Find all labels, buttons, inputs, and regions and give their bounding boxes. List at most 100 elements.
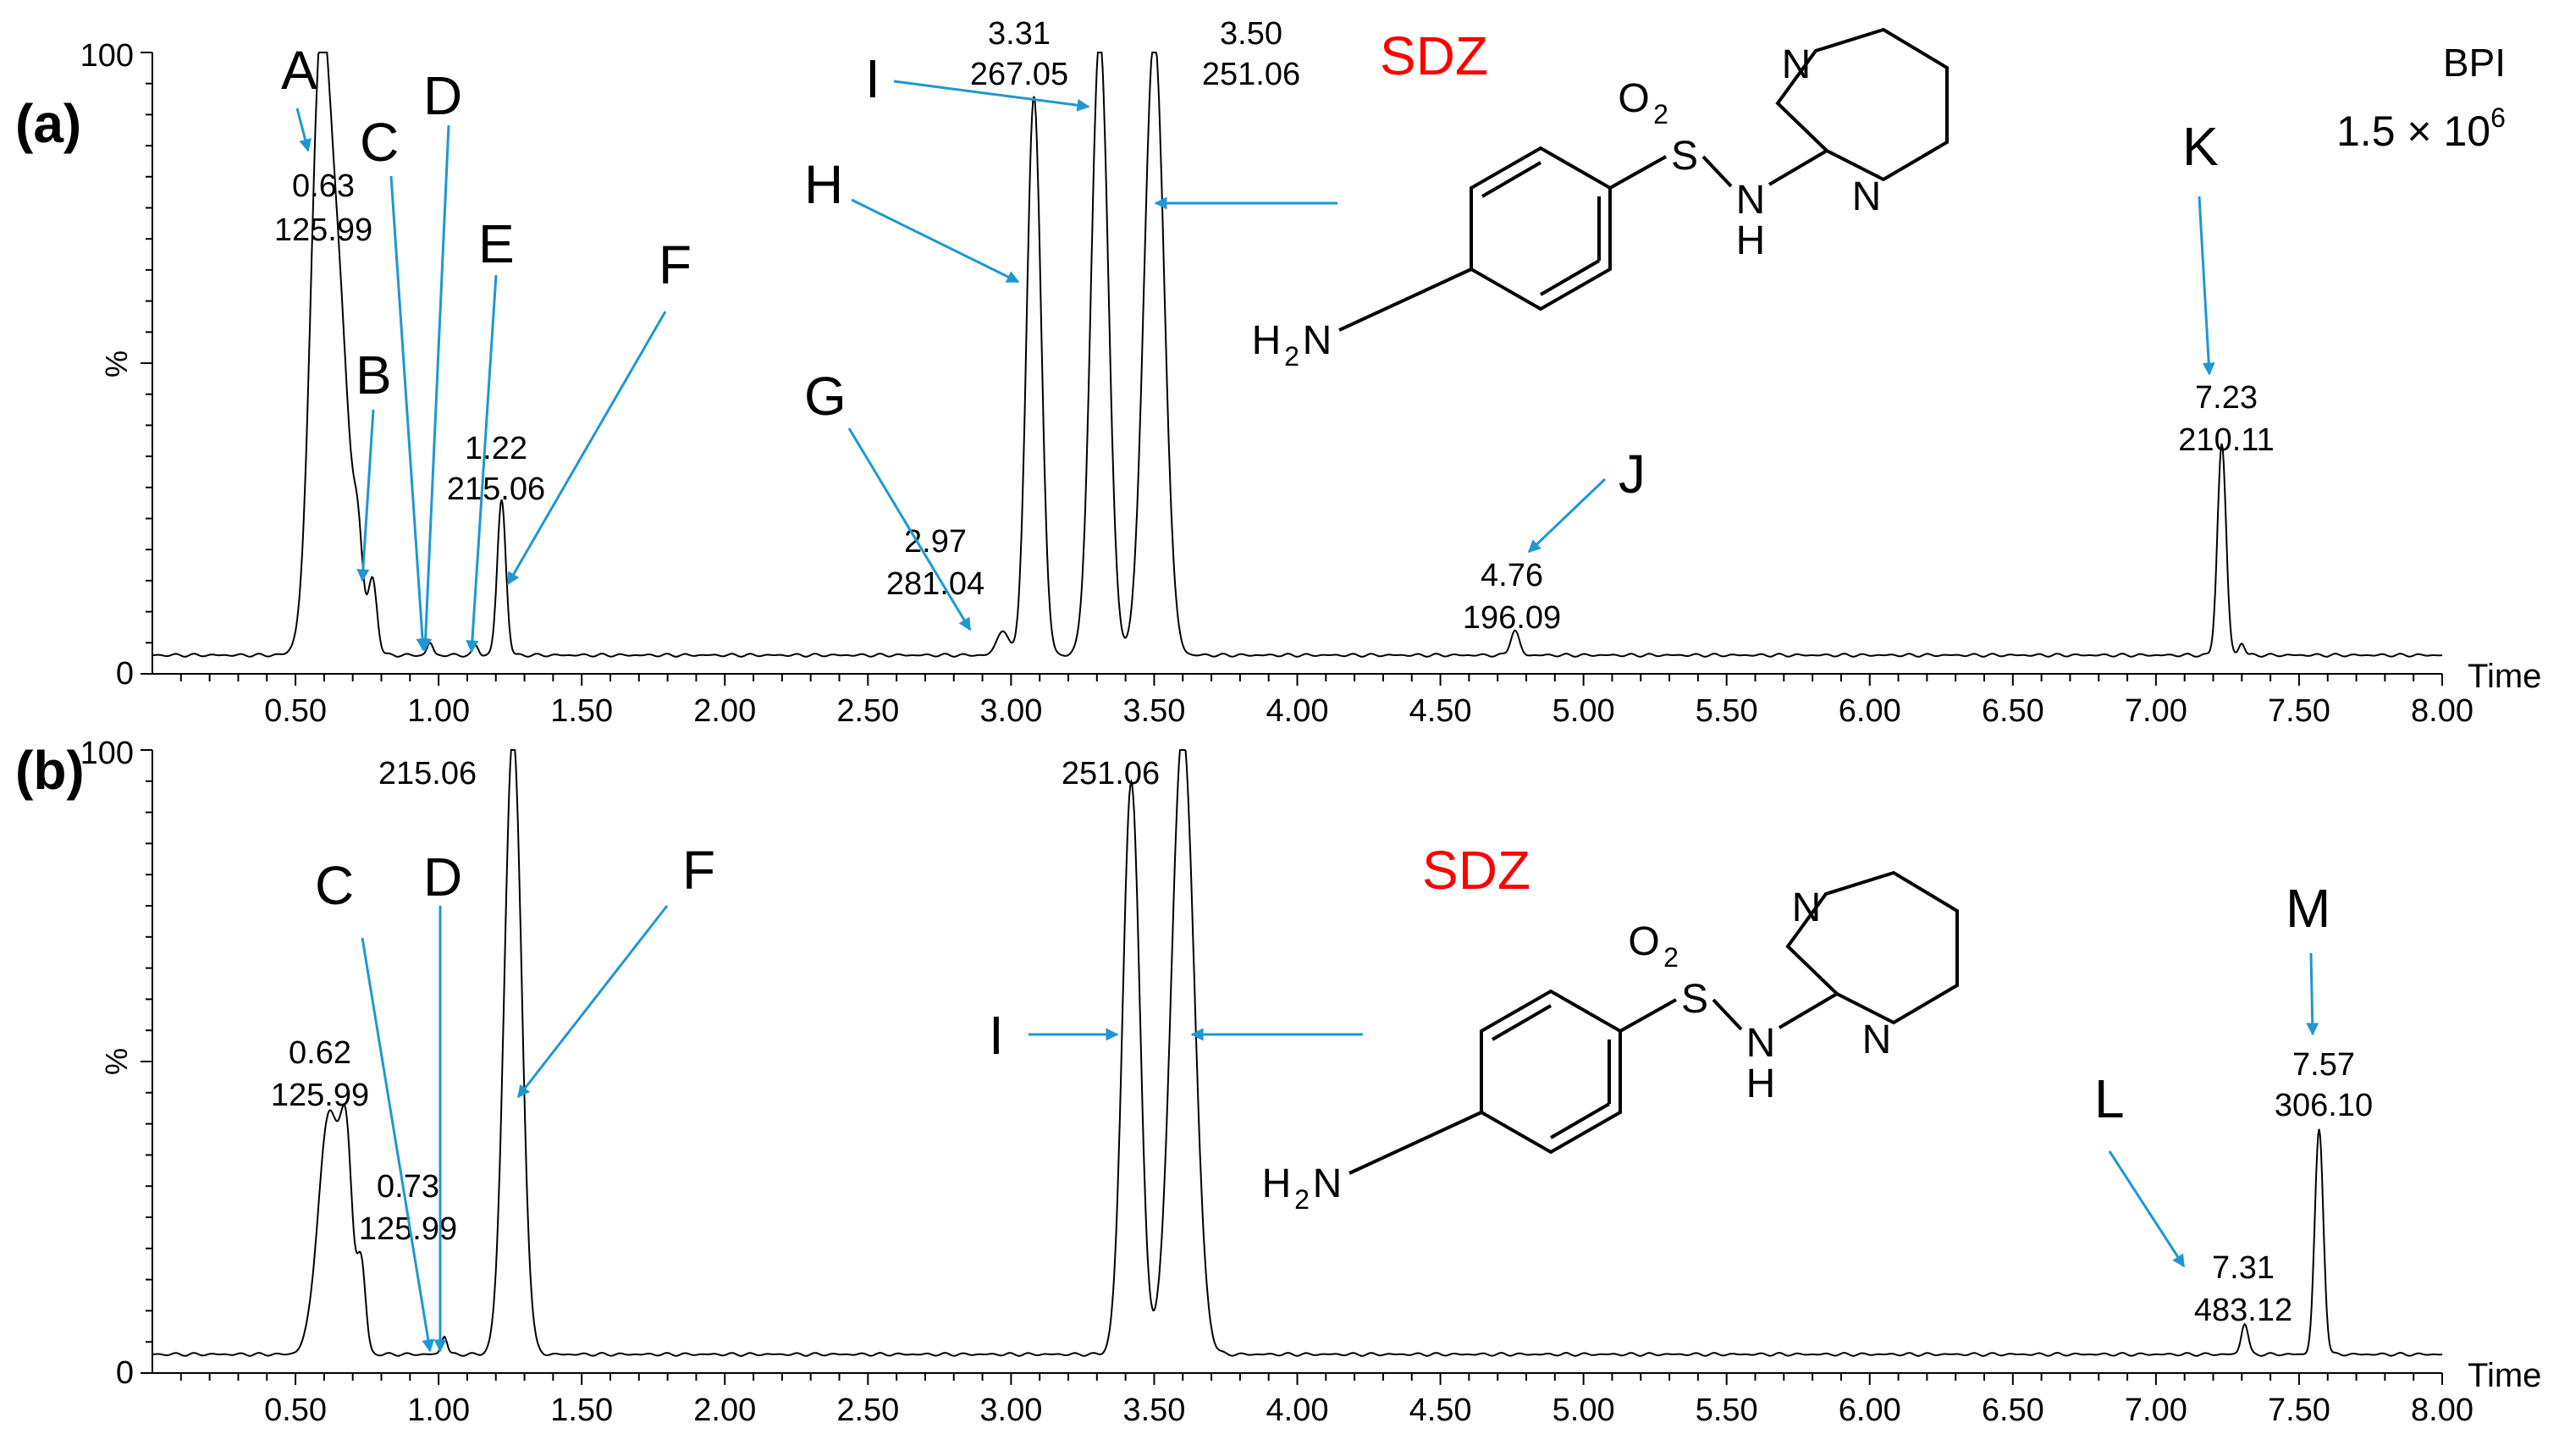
x-tick-label: 5.00 <box>1552 693 1615 729</box>
annotation-letter: F <box>659 234 692 295</box>
x-tick-label: 1.50 <box>550 1393 613 1428</box>
arrow <box>506 311 667 586</box>
peak-label-mz: 215.06 <box>447 472 545 507</box>
panel-b-arrows <box>361 905 2319 1353</box>
peak-label-rt: 7.57 <box>2292 1047 2355 1083</box>
atom-oxygen: O <box>1628 919 1659 964</box>
peak-label-mz: 251.06 <box>1202 57 1300 92</box>
panel-a-trace-line <box>152 52 2443 658</box>
structure-bonds <box>1348 870 1959 1175</box>
panel-a-y-tick-100: 100 <box>80 38 134 74</box>
peak-label-rt: 2.97 <box>904 524 967 560</box>
atom-h2n-h: H <box>1252 318 1282 363</box>
peak-label-rt: 0.63 <box>292 168 355 204</box>
panel-b-trace-line <box>152 749 2443 1357</box>
peak-label-mz: 251.06 <box>1062 756 1160 791</box>
x-tick-label: 3.50 <box>1122 1393 1185 1428</box>
x-tick-label: 7.50 <box>2268 1393 2330 1428</box>
annotation-letter: D <box>423 847 462 907</box>
x-tick-label: 3.50 <box>1122 693 1185 729</box>
sdz-structure-a: O 2 S N H N N H 2 N <box>1252 27 1949 372</box>
atom-h2n-h: H <box>1262 1161 1292 1206</box>
atom-nitrogen: N <box>1746 1021 1776 1066</box>
arrow <box>2198 196 2215 376</box>
atom-oxygen: O <box>1618 76 1649 121</box>
arrow <box>893 80 1090 112</box>
atom-h2n-n: N <box>1313 1161 1343 1206</box>
annotation-letter: D <box>423 65 462 126</box>
annotation-letter: H <box>804 154 843 215</box>
x-tick-label: 0.50 <box>264 693 327 729</box>
arrow <box>1527 477 1607 554</box>
peak-label-rt: 4.76 <box>1481 558 1543 593</box>
arrow <box>389 175 429 652</box>
x-tick-label: 8.00 <box>2411 693 2474 729</box>
x-tick-label: 7.00 <box>2125 1393 2187 1428</box>
atom-h2n-n: N <box>1303 318 1332 363</box>
atom-oxygen-subscript: 2 <box>1663 942 1679 973</box>
peak-label-mz: 125.99 <box>274 212 372 248</box>
atom-h2n-subscript: 2 <box>1284 341 1299 372</box>
atom-h2n-subscript: 2 <box>1294 1184 1310 1215</box>
annotation-letter: I <box>865 48 880 109</box>
atom-nitrogen: N <box>1862 1018 1892 1062</box>
panel-b-peak-labels: 0.62 125.99 0.73 125.99 215.06 251.06 7.… <box>271 756 2373 1328</box>
x-tick-label: 2.00 <box>693 693 756 729</box>
x-tick-label: 3.00 <box>979 1393 1042 1428</box>
sdz-structure-b: O 2 S N H N N H 2 N <box>1262 870 1959 1215</box>
peak-label-rt: 0.73 <box>377 1169 439 1205</box>
atom-nitrogen: N <box>1792 885 1822 930</box>
x-tick-label: 1.00 <box>407 693 470 729</box>
arrow <box>295 108 312 152</box>
annotation-letter: B <box>356 345 392 405</box>
intensity-label: 1.5 × 106 <box>2336 102 2506 155</box>
intensity-exponent: 6 <box>2490 102 2506 133</box>
peak-label-mz: 267.05 <box>970 57 1068 92</box>
peak-label-mz: 210.11 <box>2178 422 2274 458</box>
panel-a-y-tick-0: 0 <box>116 656 134 692</box>
panel-a-peak-labels: 0.63 125.99 1.22 215.06 2.97 281.04 3.31… <box>274 16 2275 636</box>
compound-name-sdz: SDZ <box>1380 25 1488 86</box>
x-tick-label: 8.00 <box>2411 1393 2474 1428</box>
annotation-letter: C <box>315 855 354 916</box>
panel-a-x-axis-label: Time <box>2468 658 2541 695</box>
panel-b-annotations: C D F I L M <box>315 840 2330 1129</box>
x-tick-label: 6.50 <box>1982 1393 2044 1428</box>
atom-hydrogen: H <box>1746 1062 1776 1106</box>
peak-label-mz: 125.99 <box>271 1078 369 1113</box>
peak-label-rt: 1.22 <box>465 431 527 466</box>
atom-sulfur: S <box>1671 134 1698 179</box>
peak-label-rt: 3.50 <box>1220 16 1282 52</box>
x-tick-label: 6.00 <box>1839 1393 1901 1428</box>
arrow <box>851 198 1020 284</box>
x-tick-label: 1.50 <box>550 693 613 729</box>
peak-label-mz: 306.10 <box>2275 1088 2373 1123</box>
arrow <box>466 274 498 654</box>
x-tick-label: 5.50 <box>1696 693 1758 729</box>
x-tick-label: 1.00 <box>407 1393 470 1428</box>
x-tick-label: 3.00 <box>979 693 1042 729</box>
peak-label-rt: 3.31 <box>988 16 1051 52</box>
x-tick-label: 2.50 <box>836 693 899 729</box>
panel-b-y-ticks <box>141 749 152 1374</box>
annotation-letter: C <box>360 112 399 173</box>
arrow <box>847 427 972 631</box>
intensity-base: 1.5 × 10 <box>2336 108 2490 155</box>
x-tick-label: 6.00 <box>1839 693 1901 729</box>
panel-b-y-tick-100: 100 <box>80 736 134 771</box>
arrow <box>361 937 435 1353</box>
peak-label-rt: 7.31 <box>2212 1250 2275 1286</box>
atom-nitrogen: N <box>1736 178 1766 223</box>
peak-label-rt: 7.23 <box>2195 380 2258 416</box>
x-tick-label: 4.50 <box>1409 1393 1472 1428</box>
annotation-letter: F <box>682 840 715 901</box>
arrow <box>356 409 375 582</box>
peak-label-mz: 483.12 <box>2194 1293 2292 1328</box>
x-tick-label: 2.00 <box>693 1393 756 1428</box>
atom-hydrogen: H <box>1736 218 1766 263</box>
arrow <box>419 124 450 652</box>
